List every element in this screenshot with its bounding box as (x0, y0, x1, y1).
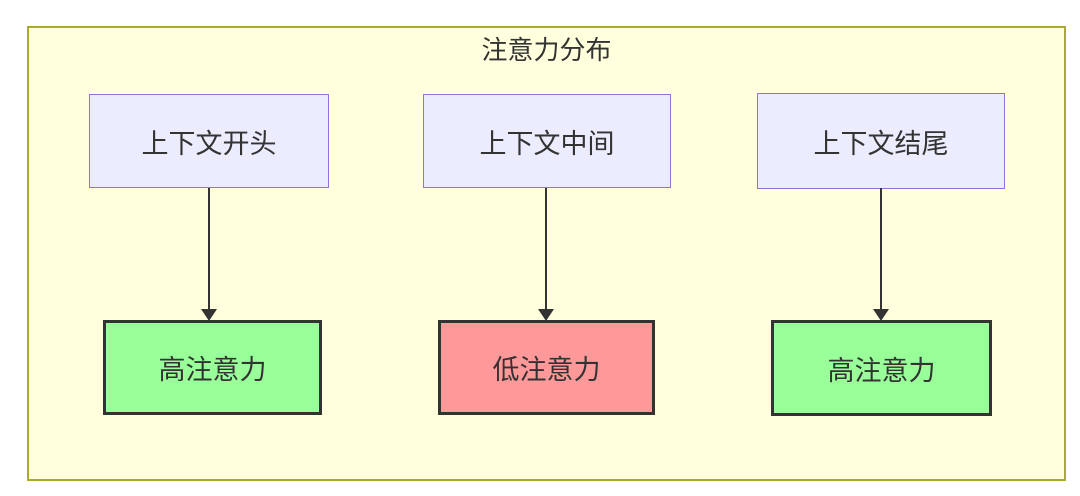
diagram-title: 注意力分布 (481, 35, 612, 65)
node-context-start: 上下文开头 (89, 94, 329, 188)
node-context-middle-label: 上下文中间 (479, 128, 615, 159)
node-context-end: 上下文结尾 (757, 93, 1005, 189)
node-high-attention-right-label: 高注意力 (827, 355, 936, 386)
arrow-down-icon (538, 309, 554, 321)
edge-line-1 (208, 188, 210, 310)
node-low-attention-middle-label: 低注意力 (492, 355, 601, 385)
node-high-attention-left-label: 高注意力 (158, 355, 267, 385)
node-context-end-label: 上下文结尾 (813, 128, 949, 159)
arrow-down-icon (873, 309, 889, 321)
attention-distribution-group: 注意力分布 上下文开头 高注意力 上下文中间 低注意力 上下文结尾 高注意力 (27, 26, 1066, 481)
node-high-attention-right: 高注意力 (771, 320, 992, 416)
node-context-middle: 上下文中间 (423, 94, 671, 188)
edge-line-2 (545, 188, 547, 310)
node-low-attention-middle: 低注意力 (438, 320, 655, 415)
edge-line-3 (880, 188, 882, 310)
node-high-attention-left: 高注意力 (103, 320, 322, 415)
node-context-start-label: 上下文开头 (141, 128, 277, 159)
arrow-down-icon (201, 309, 217, 321)
